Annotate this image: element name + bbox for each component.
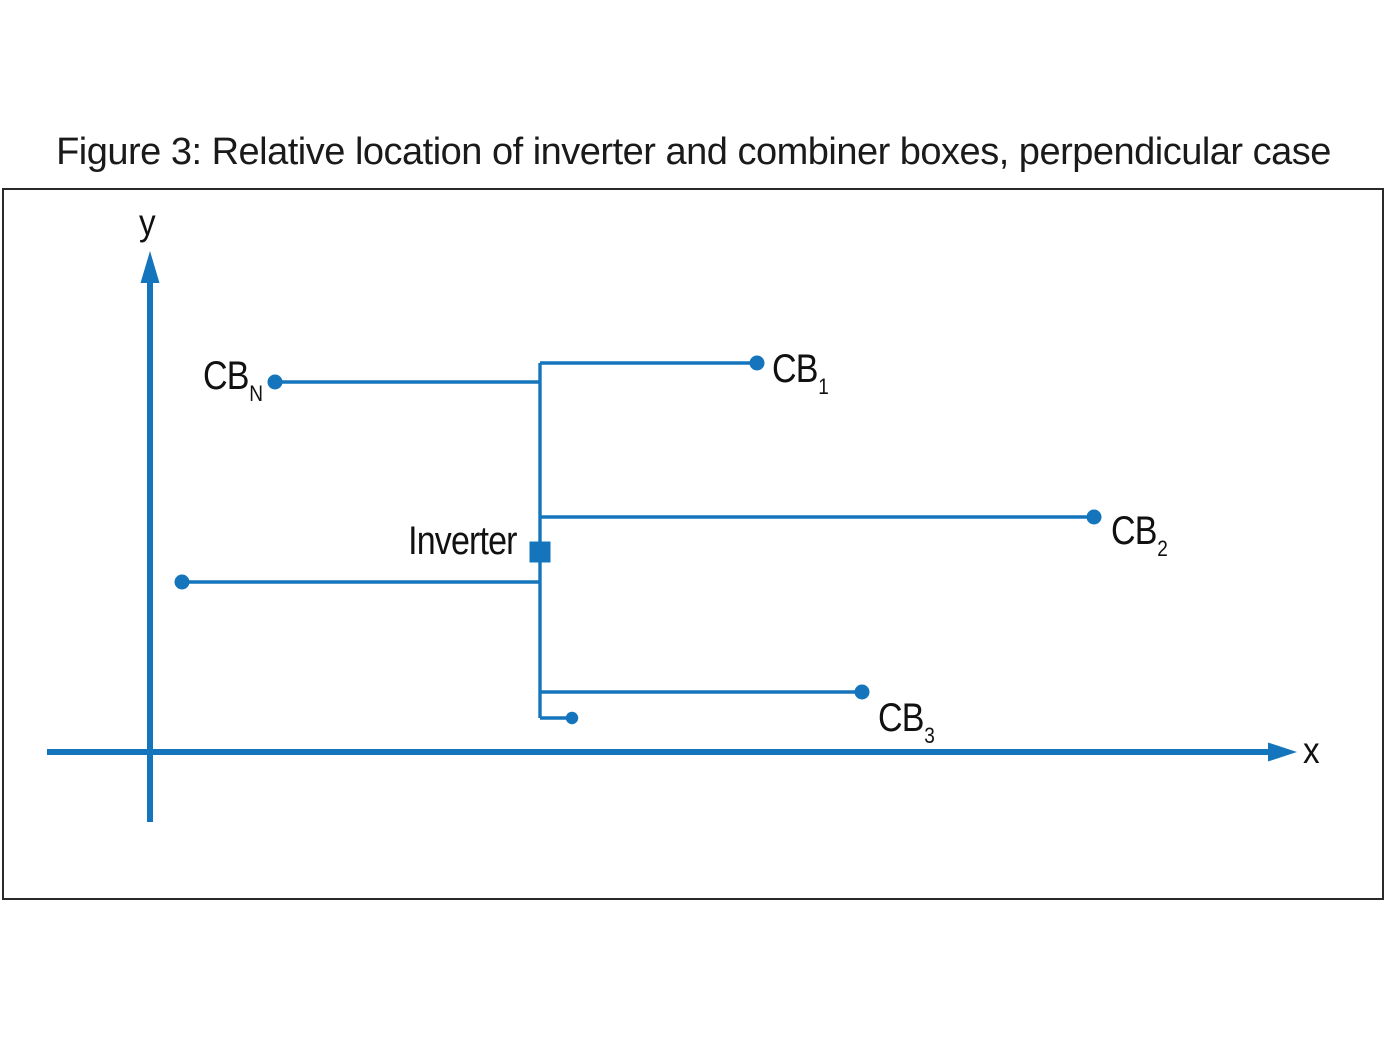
label-inverter: Inverter (408, 519, 518, 563)
left-node-dot (174, 574, 190, 590)
diagram-canvas (47, 251, 1297, 822)
label-cb1-base: CB (772, 347, 818, 391)
bottom-stub-dot (565, 711, 579, 725)
label-cb1: CB1 (772, 347, 829, 397)
label-cb3-sub: 3 (924, 722, 935, 748)
x-axis-arrow-icon (1268, 742, 1297, 762)
label-cb1-sub: 1 (818, 373, 829, 399)
label-cb2-sub: 2 (1157, 535, 1168, 561)
label-cbn-base: CB (203, 354, 249, 398)
inverter-marker (529, 541, 551, 563)
figure-title: Figure 3: Relative location of inverter … (56, 131, 1331, 173)
cb2-node-dot (1086, 509, 1102, 525)
cb3-node-dot (854, 684, 870, 700)
cbn-node-dot (267, 374, 283, 390)
label-cb3-base: CB (878, 696, 924, 740)
cb1-node-dot (749, 355, 765, 371)
x-axis-label: x (1303, 730, 1320, 771)
y-axis-label: y (139, 202, 156, 243)
label-cb2: CB2 (1111, 509, 1168, 559)
label-cbn: CBN (203, 354, 263, 404)
label-cb3: CB3 (878, 696, 935, 746)
label-cb2-base: CB (1111, 509, 1157, 553)
y-axis-arrow-icon (140, 251, 160, 283)
figure-frame (2, 188, 1384, 900)
label-cbn-sub: N (249, 380, 263, 406)
